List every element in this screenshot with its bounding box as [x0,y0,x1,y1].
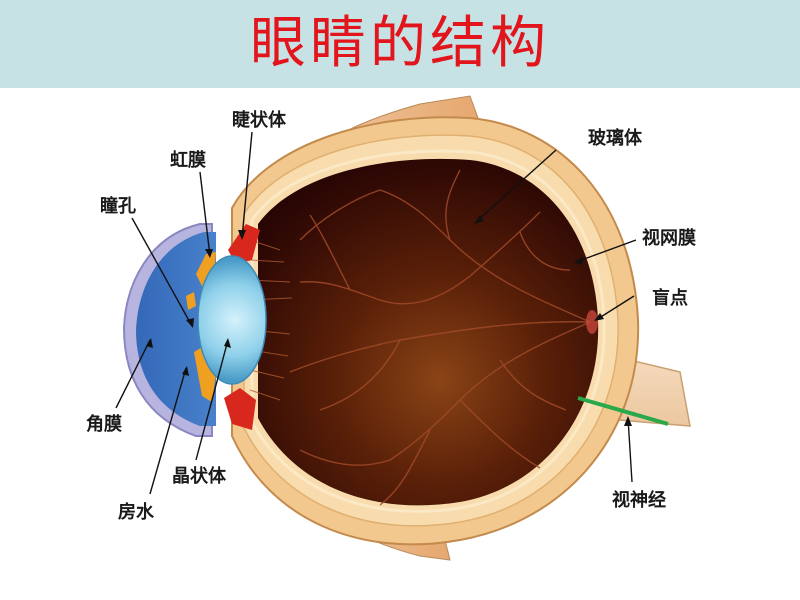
retinal-blood-vessels [289,169,591,506]
page-title: 眼睛的结构 [250,11,550,76]
vitreous-chamber [258,158,599,506]
ciliary-body-top [228,224,260,264]
label-lens: 晶状体 [172,466,226,487]
retina-layer [250,149,606,513]
anterior-chamber [136,232,216,426]
label-aqueous-humor: 房水 [118,502,154,523]
eye-structure-diagram [115,95,691,561]
ciliary-body-bottom [224,388,256,430]
label-iris: 虹膜 [170,150,206,171]
label-blind-spot: 盲点 [652,288,688,309]
leader-arrowheads [146,215,632,426]
label-cornea: 角膜 [86,414,122,435]
optic-nerve-line [577,396,669,426]
lens [197,255,267,385]
blind-spot [586,310,598,334]
label-retina: 视网膜 [642,228,696,249]
leader-lines [115,131,637,495]
iris-top [196,252,216,290]
label-pupil: 瞳孔 [100,196,136,217]
label-vitreous-body: 玻璃体 [588,128,642,149]
title-band [0,0,800,88]
label-ciliary-body: 睫状体 [232,110,286,131]
iris-mid [186,292,196,310]
iris-bottom [194,346,216,402]
label-optic-nerve: 视神经 [612,490,666,511]
